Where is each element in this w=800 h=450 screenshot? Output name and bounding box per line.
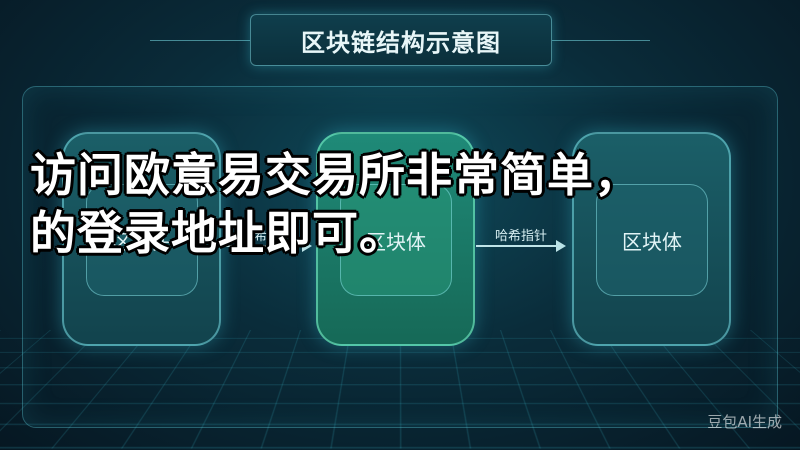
overlay-caption: 访问欧意易交易所非常简单， 的登录地址即可。 — [30, 146, 800, 262]
title-line-right — [550, 40, 650, 41]
title-line-left — [150, 40, 250, 41]
overlay-line-2: 的登录地址即可。 — [30, 204, 800, 262]
overlay-line-1: 访问欧意易交易所非常简单， — [30, 146, 800, 204]
ai-watermark: 豆包AI生成 — [707, 411, 782, 432]
diagram-title: 区块链结构示意图 — [301, 23, 501, 58]
diagram-title-bar: 区块链结构示意图 — [250, 14, 552, 66]
